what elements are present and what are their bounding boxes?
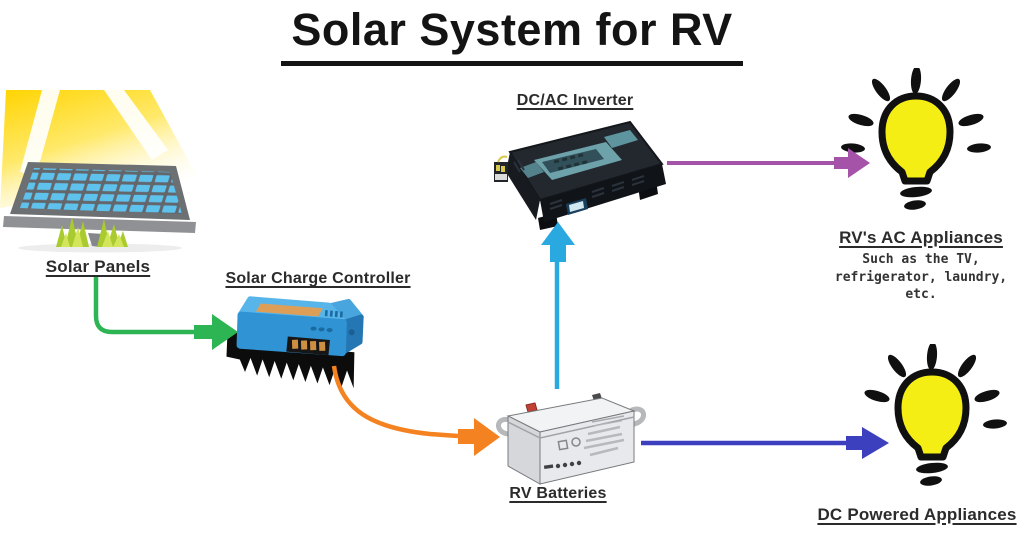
ac-caption-line: Such as the TV, xyxy=(862,252,980,267)
dc-appliances-label: DC Powered Appliances xyxy=(817,505,1017,524)
charge-controller-icon xyxy=(226,296,364,389)
inverter-image xyxy=(494,120,666,230)
grass-icon xyxy=(56,217,128,247)
batteries-label: RV Batteries xyxy=(509,485,607,502)
dc-appliances-bulb-icon xyxy=(864,344,1007,486)
inverter-label: DC/AC Inverter xyxy=(516,92,634,109)
page-title: Solar System for RV xyxy=(281,2,743,67)
ac-caption-line: refrigerator, laundry, xyxy=(834,269,1008,285)
solar-panels-image xyxy=(0,90,198,253)
ac-caption-line: etc. xyxy=(905,287,937,303)
arrow-batteries-to-dc-appliances xyxy=(641,427,889,459)
charge-controller-image xyxy=(226,296,364,389)
solar-panels-label: Solar Panels xyxy=(45,257,151,276)
charge-controller-label: Solar Charge Controller xyxy=(225,270,411,287)
title-wrap: Solar System for RV xyxy=(0,0,1024,67)
arrow-batteries-to-inverter xyxy=(541,222,575,389)
arrow-panels-to-controller xyxy=(93,277,238,350)
solar-panel-icon xyxy=(3,162,196,247)
ac-appliances-label: RV's AC Appliances xyxy=(839,228,1003,247)
inverter-icon xyxy=(494,120,666,230)
ac-appliances-caption: Such as the TV, refrigerator, laundry, e… xyxy=(812,251,1024,304)
batteries-image xyxy=(496,393,646,485)
ac-appliances-bulb-icon xyxy=(841,68,991,210)
battery-icon xyxy=(496,393,646,485)
